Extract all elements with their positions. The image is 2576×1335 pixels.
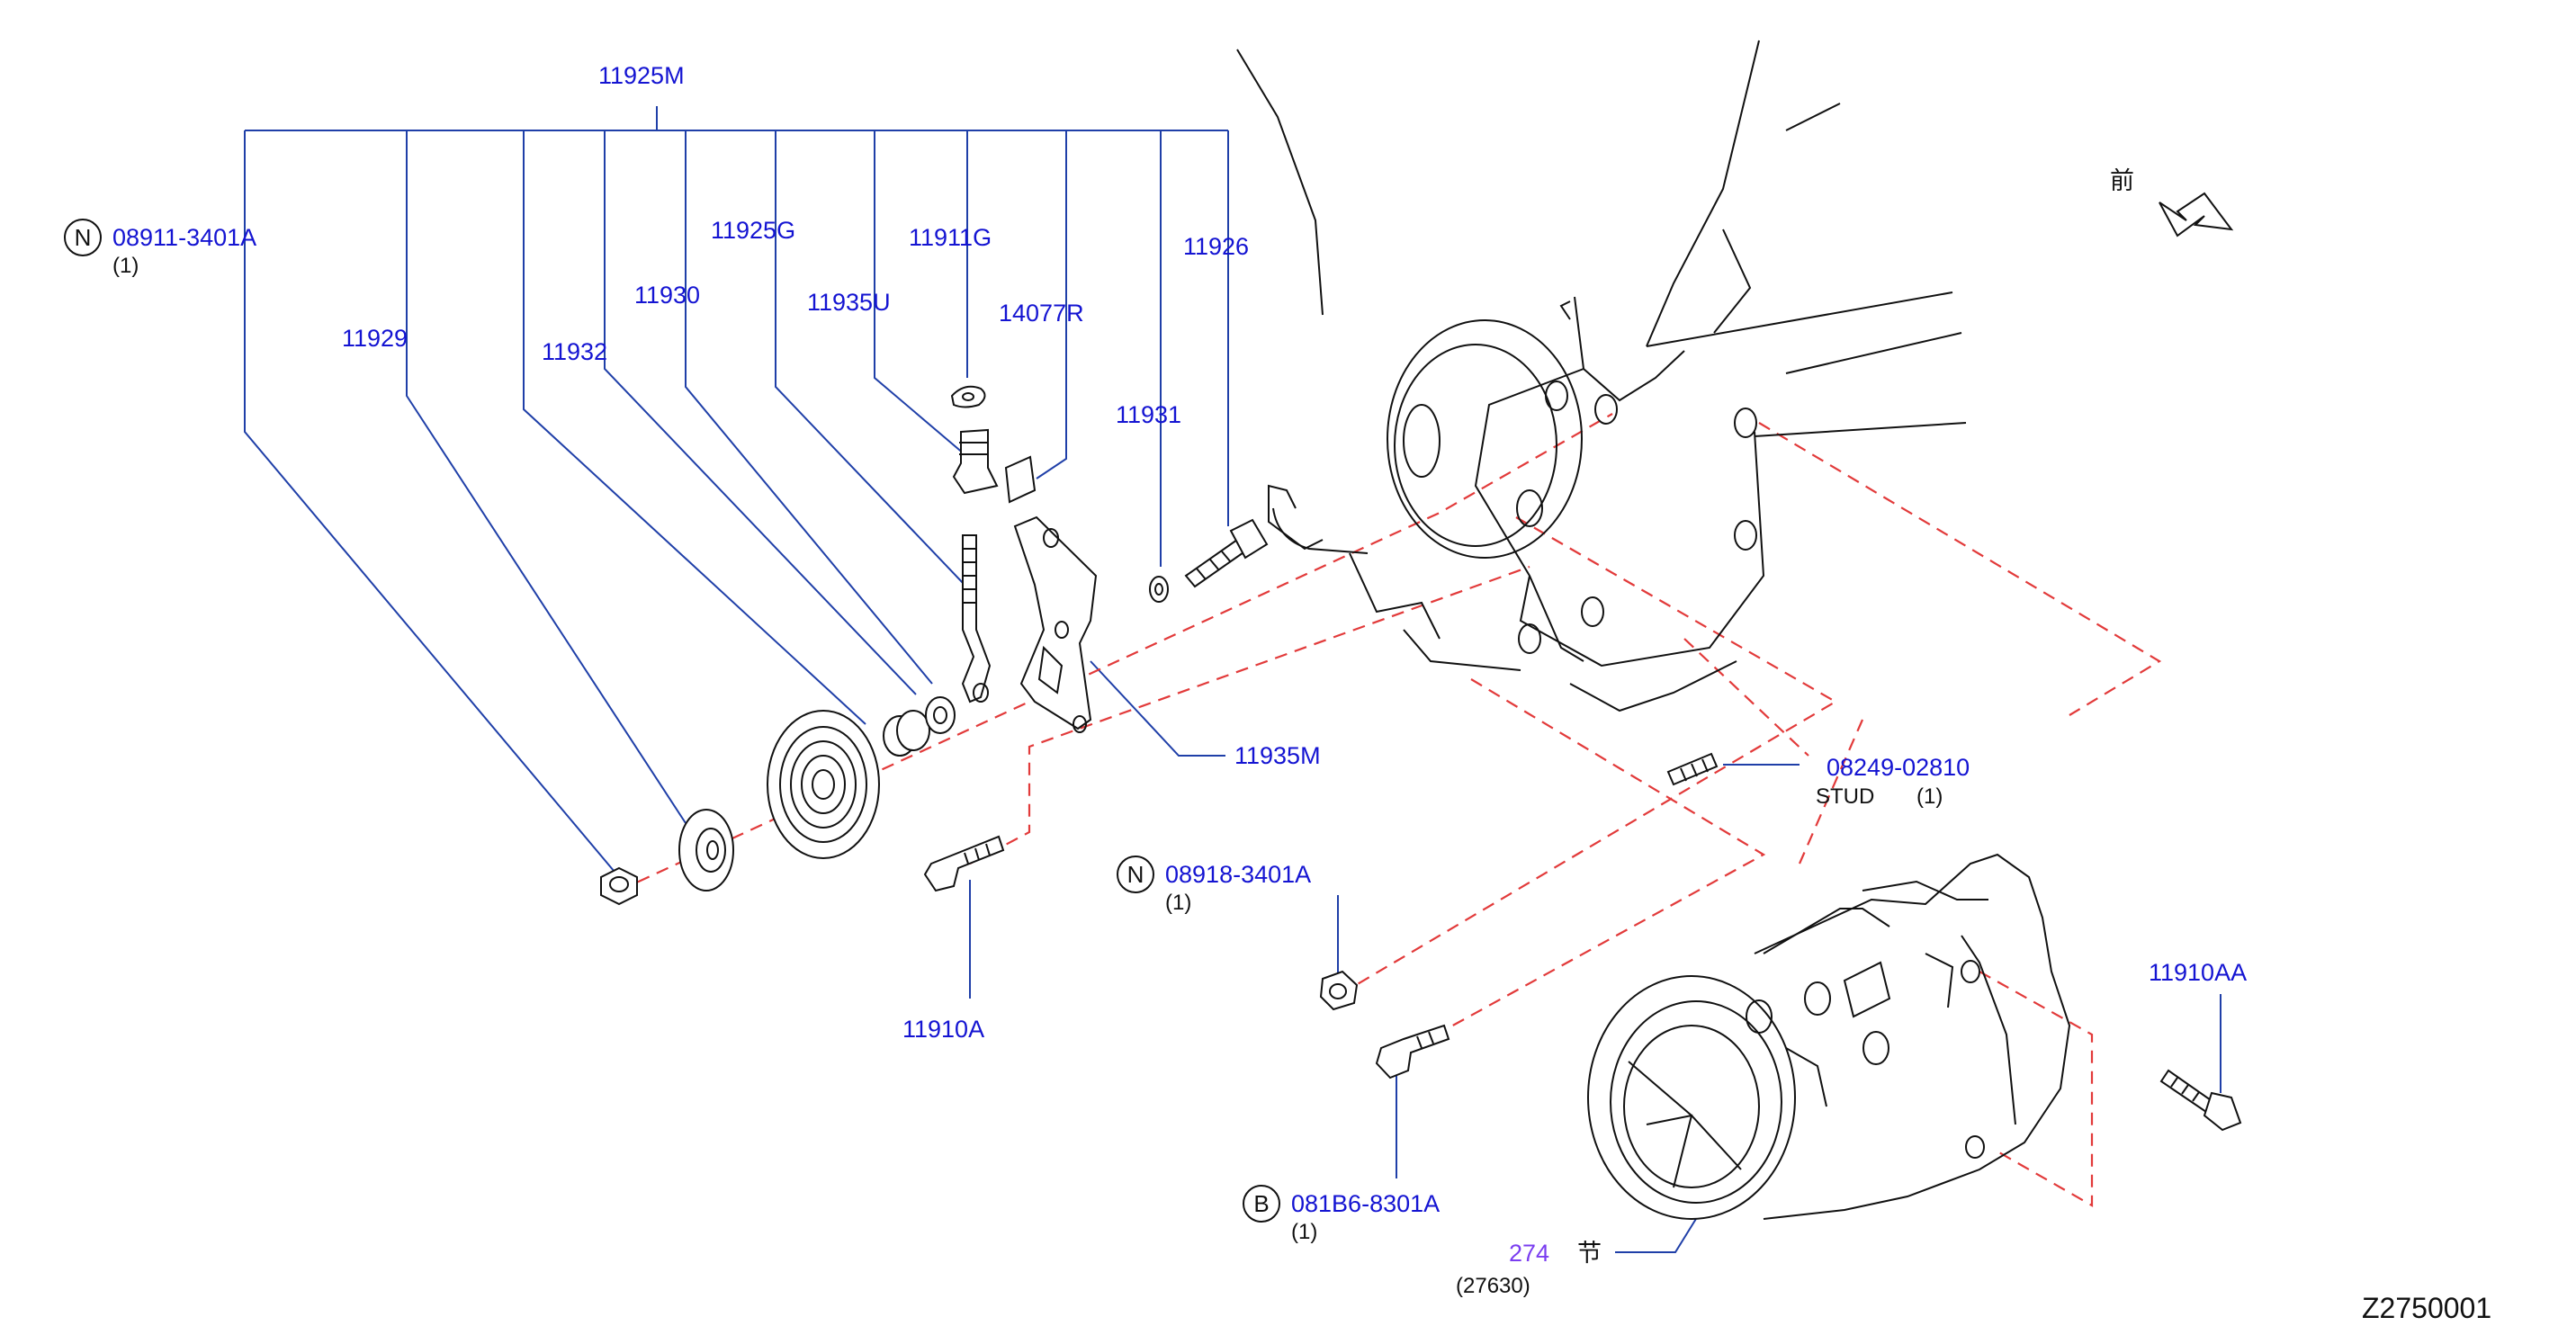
- dash-nut-08918: [1340, 516, 1838, 995]
- part-081B6-bolt: [1375, 1024, 1450, 1080]
- label-08911-qty: (1): [112, 254, 139, 278]
- label-11935U[interactable]: 11935U: [807, 289, 891, 316]
- part-11929-pulley: [678, 809, 734, 891]
- label-11925G[interactable]: 11925G: [711, 217, 795, 244]
- part-11935M-bracket: [1013, 515, 1098, 733]
- leader-08911: [244, 130, 620, 878]
- part-14077R-clamp: [1004, 455, 1037, 504]
- part-08918-nut: [1319, 970, 1359, 1011]
- label-08249-02810[interactable]: 08249-02810: [1827, 754, 1970, 781]
- part-labels: 11925M 08911-3401A (1) 11929 11932 11930…: [112, 62, 2491, 1324]
- symbol-n-text: N: [1127, 861, 1144, 888]
- symbol-n-08911: N: [64, 219, 102, 256]
- label-08918-qty: (1): [1165, 891, 1191, 915]
- pulley-housing: [1387, 319, 1583, 559]
- leader-14077R: [1036, 130, 1067, 479]
- leader-11930: [604, 130, 917, 695]
- diagram-id: Z2750001: [2362, 1292, 2491, 1324]
- leader-lines: [244, 106, 2221, 1253]
- label-08249-qty: (1): [1916, 784, 1943, 809]
- label-081B6-8301A[interactable]: 081B6-8301A: [1291, 1190, 1440, 1217]
- label-08249-stud: STUD: [1816, 784, 1874, 809]
- label-11911G[interactable]: 11911G: [909, 224, 992, 251]
- symbol-n-text: N: [75, 224, 92, 251]
- symbol-b-081B6: B: [1243, 1185, 1280, 1223]
- label-11930[interactable]: 11930: [634, 282, 700, 309]
- label-08918-3401A[interactable]: 08918-3401A: [1165, 861, 1311, 888]
- part-11930-idler-pulley: [767, 710, 880, 859]
- dash-bolt-11910A: [969, 565, 1530, 865]
- front-direction-marker: 前: [2110, 167, 2234, 237]
- label-11926[interactable]: 11926: [1183, 233, 1249, 260]
- label-compressor-section: 节: [1577, 1240, 1602, 1268]
- part-11931-washer: [1149, 576, 1169, 603]
- front-marker-text: 前: [2110, 167, 2134, 195]
- part-11911G-clip: [950, 385, 986, 408]
- dash-bolt-081B6: [1403, 678, 1766, 1053]
- label-11935M[interactable]: 11935M: [1234, 742, 1321, 769]
- part-11932-spacer: [883, 710, 930, 757]
- front-arrow-icon: [2159, 192, 2234, 237]
- label-compressor-part: (27630): [1456, 1274, 1530, 1298]
- label-11910A[interactable]: 11910A: [902, 1016, 984, 1043]
- leader-11929: [406, 130, 687, 824]
- leader-11925G: [775, 130, 965, 586]
- symbol-b-text: B: [1253, 1190, 1269, 1217]
- label-11929[interactable]: 11929: [342, 325, 408, 352]
- part-11925G-adjust-bolt: [961, 534, 992, 703]
- dash-pulley-axis: [618, 413, 1613, 891]
- part-11910AA-bolt: [2159, 1069, 2242, 1132]
- leader-11932: [523, 130, 866, 725]
- leader-11935U: [874, 130, 965, 455]
- part-11910A-bolt: [923, 835, 1005, 892]
- label-14077R[interactable]: 14077R: [999, 300, 1084, 327]
- dash-right-mount: [1758, 422, 2162, 716]
- dash-11910AA: [1979, 971, 2094, 1207]
- part-08249-stud: [1666, 752, 1719, 786]
- part-11930-washer: [925, 696, 956, 734]
- leader-compressor: [1615, 1214, 1700, 1253]
- label-11910AA[interactable]: 11910AA: [2149, 959, 2247, 986]
- leader-11930b: [685, 130, 933, 685]
- engine-block-illustration: [1236, 40, 1967, 712]
- dashed-alignment-lines: [618, 413, 2162, 1207]
- part-08911-nut: [600, 866, 638, 906]
- label-11932[interactable]: 11932: [542, 338, 607, 365]
- label-08911-3401A[interactable]: 08911-3401A: [112, 224, 256, 251]
- symbol-n-08918: N: [1117, 856, 1154, 893]
- dash-stud: [1683, 638, 1809, 757]
- label-11931[interactable]: 11931: [1116, 401, 1181, 428]
- label-11925M[interactable]: 11925M: [598, 62, 685, 89]
- leader-11935M: [1090, 660, 1225, 757]
- part-11926-bolt: [1184, 518, 1269, 588]
- dash-stud-down: [1798, 719, 1864, 865]
- compressor-illustration: [1587, 853, 2071, 1220]
- label-compressor-ref[interactable]: 274: [1509, 1240, 1549, 1267]
- part-11935U-bolt: [952, 428, 999, 495]
- label-081B6-qty: (1): [1291, 1220, 1317, 1244]
